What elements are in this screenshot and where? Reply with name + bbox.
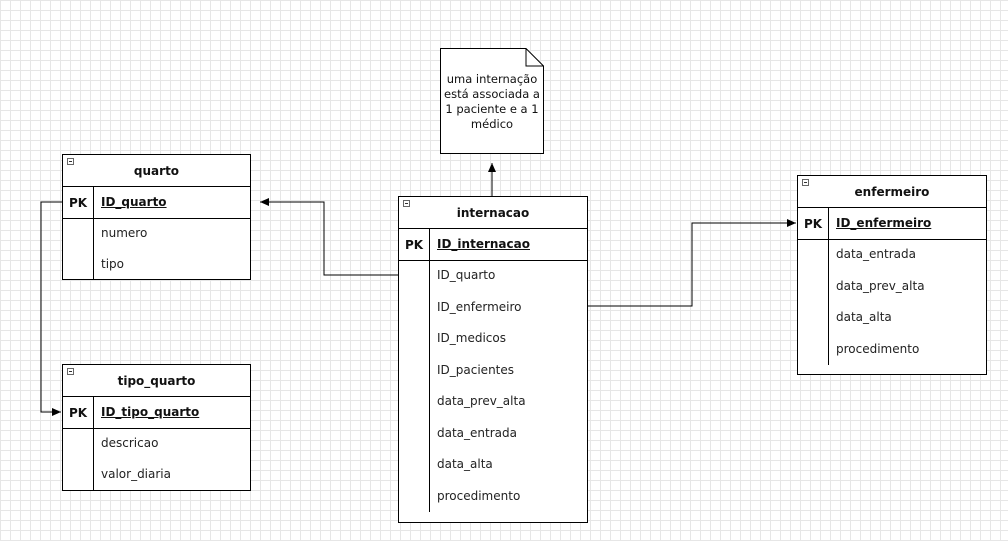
table-header[interactable]: internacao (399, 197, 587, 229)
field-row[interactable]: ID_medicos (437, 331, 506, 345)
table-enfermeiro[interactable]: enfermeiro PK ID_enfermeiro data_entrada… (797, 175, 987, 375)
collapse-icon[interactable] (403, 200, 410, 207)
collapse-icon[interactable] (802, 179, 809, 186)
field-row[interactable]: ID_quarto (437, 268, 496, 282)
field-row[interactable]: data_entrada (836, 247, 916, 261)
primary-key-row[interactable]: PK ID_enfermeiro (798, 208, 986, 240)
field-row[interactable]: data_entrada (437, 426, 517, 440)
column-separator (93, 428, 94, 491)
pk-field: ID_enfermeiro (836, 216, 932, 230)
pk-field: ID_internacao (437, 237, 530, 251)
pk-label: PK (63, 397, 94, 428)
field-row[interactable]: procedimento (836, 342, 920, 356)
note-outline (440, 48, 544, 154)
field-row[interactable]: data_prev_alta (437, 394, 526, 408)
note-line: uma internação (446, 72, 538, 86)
table-title: enfermeiro (854, 184, 930, 199)
column-separator (828, 239, 829, 365)
collapse-icon[interactable] (67, 158, 74, 165)
field-row[interactable]: descricao (101, 436, 159, 450)
field-row[interactable]: data_alta (437, 457, 493, 471)
connector-quarto-tipo-quarto[interactable] (40, 201, 63, 416)
pk-label: PK (798, 208, 829, 239)
field-row[interactable]: data_prev_alta (836, 279, 925, 293)
table-title: quarto (133, 163, 180, 178)
field-row[interactable]: procedimento (437, 489, 521, 503)
primary-key-row[interactable]: PK ID_tipo_quarto (63, 397, 250, 429)
table-tipo-quarto[interactable]: tipo_quarto PK ID_tipo_quarto descricao … (62, 364, 251, 491)
connector-internacao-enfermeiro[interactable] (587, 219, 796, 307)
field-row[interactable]: valor_diaria (101, 467, 171, 481)
primary-key-row[interactable]: PK ID_internacao (399, 229, 587, 261)
pk-label: PK (399, 229, 430, 260)
field-row[interactable]: ID_enfermeiro (437, 300, 522, 314)
table-header[interactable]: tipo_quarto (63, 365, 250, 397)
pk-field: ID_tipo_quarto (101, 405, 200, 419)
note-shape[interactable]: uma internação está associada a 1 pacien… (440, 48, 544, 154)
table-title: tipo_quarto (117, 373, 196, 388)
field-row[interactable]: numero (101, 226, 148, 240)
table-header[interactable]: quarto (63, 155, 250, 187)
note-line: está associada a (444, 87, 540, 101)
column-separator (93, 218, 94, 280)
note-text: uma internação está associada a 1 pacien… (444, 72, 540, 132)
note-line: 1 paciente e a 1 (445, 102, 539, 116)
note-line: médico (470, 117, 514, 131)
table-header[interactable]: enfermeiro (798, 176, 986, 208)
table-title: internacao (456, 205, 530, 220)
pk-label: PK (63, 187, 94, 218)
table-internacao[interactable]: internacao PK ID_internacao ID_quarto ID… (398, 196, 588, 523)
connector-internacao-quarto[interactable] (260, 198, 399, 276)
primary-key-row[interactable]: PK ID_quarto (63, 187, 250, 219)
collapse-icon[interactable] (67, 368, 74, 375)
table-quarto[interactable]: quarto PK ID_quarto numero tipo (62, 154, 251, 280)
field-row[interactable]: ID_pacientes (437, 363, 515, 377)
field-row[interactable]: data_alta (836, 310, 892, 324)
pk-field: ID_quarto (101, 195, 167, 209)
column-separator (429, 260, 430, 512)
field-row[interactable]: tipo (101, 257, 124, 271)
